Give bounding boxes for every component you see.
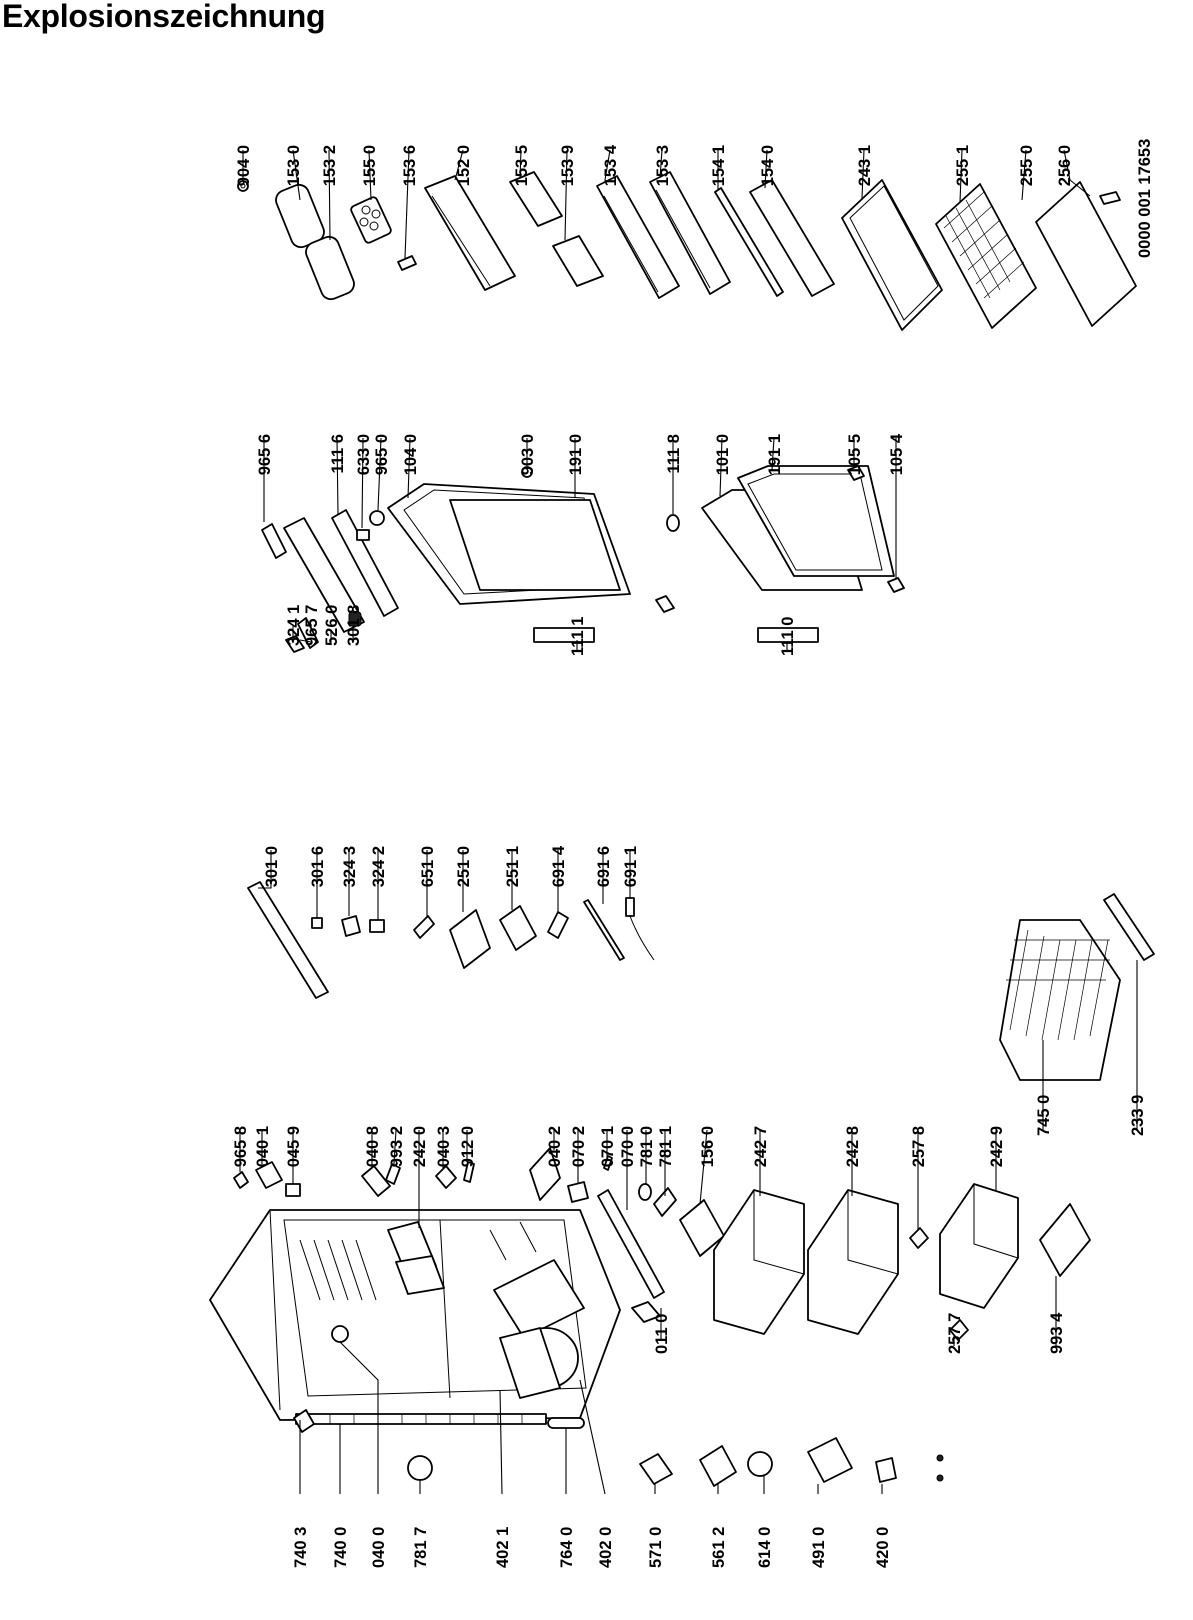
label-904-0: 904 0 [235,145,253,186]
label-965-7: 965 7 [303,605,321,646]
small-components [247,881,655,999]
label-111-8: 111 8 [665,434,683,473]
label-965-0: 965 0 [373,434,391,475]
label-764-0: 764 0 [558,1527,576,1568]
label-965-6: 965 6 [256,434,274,475]
label-154-0: 154 0 [759,145,777,186]
label-301-8: 301 8 [345,605,363,646]
label-691-4: 691 4 [550,845,568,887]
label-691-6: 691 6 [595,846,613,887]
leader-lines [239,149,1138,1495]
label-011-0: 011 0 [653,1314,671,1354]
label-633-0: 633 0 [355,434,373,475]
label-251-0: 251 0 [455,846,473,887]
part-labels: 904 0 153 0 153 2 155 0 153 6 152 0 153 … [232,139,1154,1568]
label-153-5: 153 5 [513,145,531,186]
label-153-4: 153 4 [602,144,620,186]
label-740-0: 740 0 [332,1527,350,1568]
label-045-9: 045 9 [285,1126,303,1167]
label-040-0: 040 0 [370,1527,388,1568]
label-153-2: 153 2 [321,145,339,186]
label-152-0: 152 0 [455,145,473,186]
label-324-1: 324 1 [285,605,303,646]
label-040-8: 040 8 [364,1126,382,1167]
label-104-0: 104 0 [402,434,420,475]
label-781-0: 781 0 [638,1126,656,1167]
label-070-0: 070 0 [619,1126,637,1167]
label-153-9: 153 9 [559,145,577,186]
label-256-0: 256 0 [1056,145,1074,186]
label-040-3: 040 3 [435,1126,453,1167]
label-745-0: 745 0 [1035,1095,1053,1136]
label-242-7: 242 7 [752,1126,770,1167]
label-070-1: 070 1 [599,1126,617,1167]
label-571-0: 571 0 [647,1527,665,1568]
label-257-8: 257 8 [910,1126,928,1167]
part-drawings [209,171,1155,1487]
label-257-7: 257 7 [946,1313,964,1354]
label-255-1: 255 1 [954,145,972,186]
label-101-0: 101 0 [714,434,732,475]
label-781-7: 781 7 [412,1527,430,1568]
label-301-0: 301 0 [263,846,281,887]
label-105-4: 105 4 [888,433,906,475]
label-242-0: 242 0 [411,1126,429,1167]
label-070-2: 070 2 [570,1126,588,1167]
label-040-2: 040 2 [546,1126,564,1167]
label-153-3: 153 3 [654,145,672,186]
label-040-1: 040 1 [254,1126,272,1167]
label-242-8: 242 8 [844,1126,862,1167]
label-651-0: 651 0 [419,846,437,887]
label-491-0: 491 0 [810,1527,828,1568]
label-255-0: 255 0 [1018,145,1036,186]
label-402-0: 402 0 [597,1527,615,1568]
cabinet-accessories [233,893,1155,1487]
label-301-6: 301 6 [309,846,327,887]
label-402-1: 402 1 [494,1527,512,1568]
label-155-0: 155 0 [361,145,379,186]
label-191-1: 191 1 [766,434,784,475]
label-243-1: 243 1 [856,145,874,186]
label-965-8: 965 8 [232,1126,250,1167]
label-153-6: 153 6 [401,145,419,186]
label-614-0: 614 0 [756,1527,774,1568]
page-title: Explosionszeichnung [2,0,326,34]
label-993-4: 993 4 [1048,1312,1066,1354]
label-154-1: 154 1 [710,145,728,186]
label-912-0: 912 0 [459,1126,477,1167]
label-691-1: 691 1 [622,846,640,887]
label-903-0: 903 0 [519,434,537,475]
label-105-5: 105 5 [846,434,864,475]
label-993-2: 993 2 [388,1126,406,1167]
label-526-0: 526 0 [323,605,341,646]
label-242-9: 242 9 [988,1126,1006,1167]
label-191-0: 191 0 [567,434,585,475]
label-111-0: 111 0 [779,617,797,656]
drawing-number: 0000 001 17653 [1136,139,1154,258]
label-561-2: 561 2 [710,1527,728,1568]
label-153-0: 153 0 [285,145,303,186]
label-324-2: 324 2 [370,846,388,887]
label-111-6: 111 6 [329,434,347,473]
cabinet [209,1209,621,1481]
label-324-3: 324 3 [341,846,359,887]
label-156-0: 156 0 [699,1126,717,1167]
label-420-0: 420 0 [874,1527,892,1568]
label-781-1: 781 1 [657,1126,675,1167]
label-251-1: 251 1 [504,846,522,887]
label-111-1: 111 1 [569,617,587,656]
label-740-3: 740 3 [292,1527,310,1568]
door-bins-row [237,171,1137,331]
label-233-9: 233 9 [1129,1095,1147,1136]
